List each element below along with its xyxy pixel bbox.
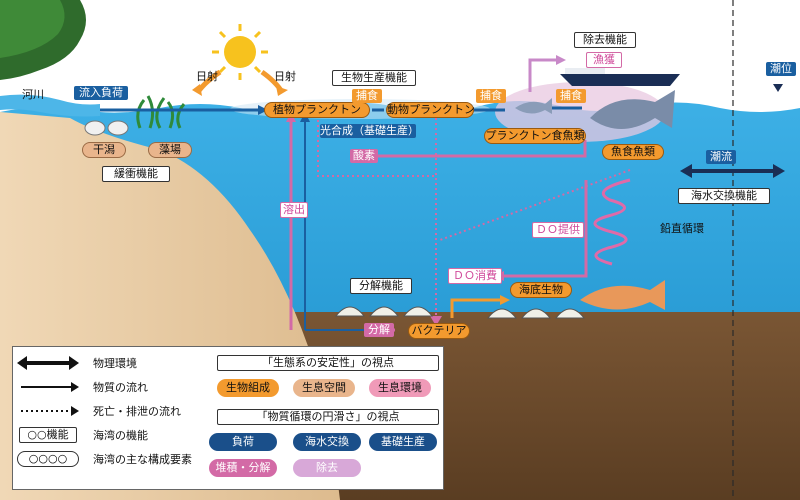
tide-level-icon bbox=[773, 84, 783, 92]
sun-icon bbox=[212, 24, 268, 80]
legend-stability-title: 「生態系の安定性」の視点 bbox=[217, 355, 439, 371]
piscivorous-fish-icon bbox=[590, 90, 675, 129]
tidal-current-label: 潮流 bbox=[706, 150, 736, 164]
oxygen-label: 酸素 bbox=[350, 149, 378, 163]
bio-production-function-label: 生物生産機能 bbox=[332, 70, 416, 86]
benthic-organisms-label: 海底生物 bbox=[510, 282, 572, 298]
clam-icon bbox=[84, 120, 129, 136]
small-fish-icon bbox=[515, 98, 552, 114]
benthic-fish-icon bbox=[580, 280, 665, 310]
legend-material-flow: 物質の流れ bbox=[93, 381, 148, 394]
buffer-function-label: 緩衝機能 bbox=[102, 166, 170, 182]
decomposition-function-label: 分解機能 bbox=[350, 278, 412, 294]
tidal-flat-label: 干潟 bbox=[82, 142, 126, 158]
removal-function-label: 除去機能 bbox=[574, 32, 636, 48]
legend-stability-item-1: 生物組成 bbox=[217, 379, 279, 397]
legend-function-desc: 海湾の機能 bbox=[93, 429, 148, 442]
photosynthesis-label: 光合成（基礎生産） bbox=[320, 124, 419, 138]
predation-label-1: 捕食 bbox=[352, 89, 382, 103]
river bbox=[0, 94, 100, 117]
bacteria-label: バクテリア bbox=[408, 323, 470, 339]
inflow-load-label: 流入負荷 bbox=[74, 86, 128, 100]
legend-circulation-item-4: 堆積・分解 bbox=[209, 459, 277, 477]
phytoplankton-label: 植物プランクトン bbox=[264, 102, 370, 118]
decomposition-label: 分解 bbox=[364, 323, 394, 337]
zooplankton-label: 動物プランクトン bbox=[386, 102, 475, 118]
dissolution-label: 溶出 bbox=[280, 202, 308, 218]
fishing-label: 漁獲 bbox=[586, 52, 622, 68]
do-supply-label: ＤＯ提供 bbox=[532, 222, 584, 238]
legend-circulation-item-2: 海水交換 bbox=[293, 433, 361, 451]
legend-function-symbol: ○○機能 bbox=[19, 427, 77, 443]
river-label: 河川 bbox=[22, 88, 44, 101]
sunlight-label-right: 日射 bbox=[274, 70, 296, 83]
legend-physical-env: 物理環境 bbox=[93, 357, 137, 370]
legend-stability-item-2: 生息空間 bbox=[293, 379, 355, 397]
legend-panel: 物理環境 物質の流れ 死亡・排泄の流れ ○○機能 海湾の機能 ○○○○ 海湾の主… bbox=[12, 346, 444, 490]
legend-circulation-item-1: 負荷 bbox=[209, 433, 277, 451]
seaweed-icon bbox=[136, 95, 186, 129]
legend-element-symbol: ○○○○ bbox=[17, 451, 79, 467]
legend-element-desc: 海湾の主な構成要素 bbox=[93, 453, 192, 466]
seaweed-bed-label: 藻場 bbox=[148, 142, 192, 158]
legend-circulation-title: 「物質循環の円滑さ」の視点 bbox=[217, 409, 439, 425]
predation-label-2: 捕食 bbox=[476, 89, 506, 103]
boat bbox=[560, 74, 680, 86]
predation-label-3: 捕食 bbox=[556, 89, 586, 103]
legend-circulation-item-3: 基礎生産 bbox=[369, 433, 437, 451]
legend-death-excretion-flow: 死亡・排泄の流れ bbox=[93, 405, 181, 418]
vertical-circulation-label: 鉛直循環 bbox=[660, 222, 704, 235]
seawater-exchange-function-label: 海水交換機能 bbox=[678, 188, 770, 204]
legend-stability-item-3: 生息環境 bbox=[369, 379, 431, 397]
do-consumption-label: ＤＯ消費 bbox=[448, 268, 502, 284]
legend-symbols bbox=[17, 356, 79, 416]
spiral-icon bbox=[593, 178, 631, 266]
legend-circulation-item-5: 除去 bbox=[293, 459, 361, 477]
tide-level-label: 潮位 bbox=[766, 62, 796, 76]
sunlight-label-left: 日射 bbox=[196, 70, 218, 83]
piscivorous-fish-label: 魚食魚類 bbox=[602, 144, 664, 160]
shellfish-icon bbox=[334, 306, 586, 319]
plankton-feeding-fish-label: プランクトン食魚類 bbox=[484, 128, 586, 144]
